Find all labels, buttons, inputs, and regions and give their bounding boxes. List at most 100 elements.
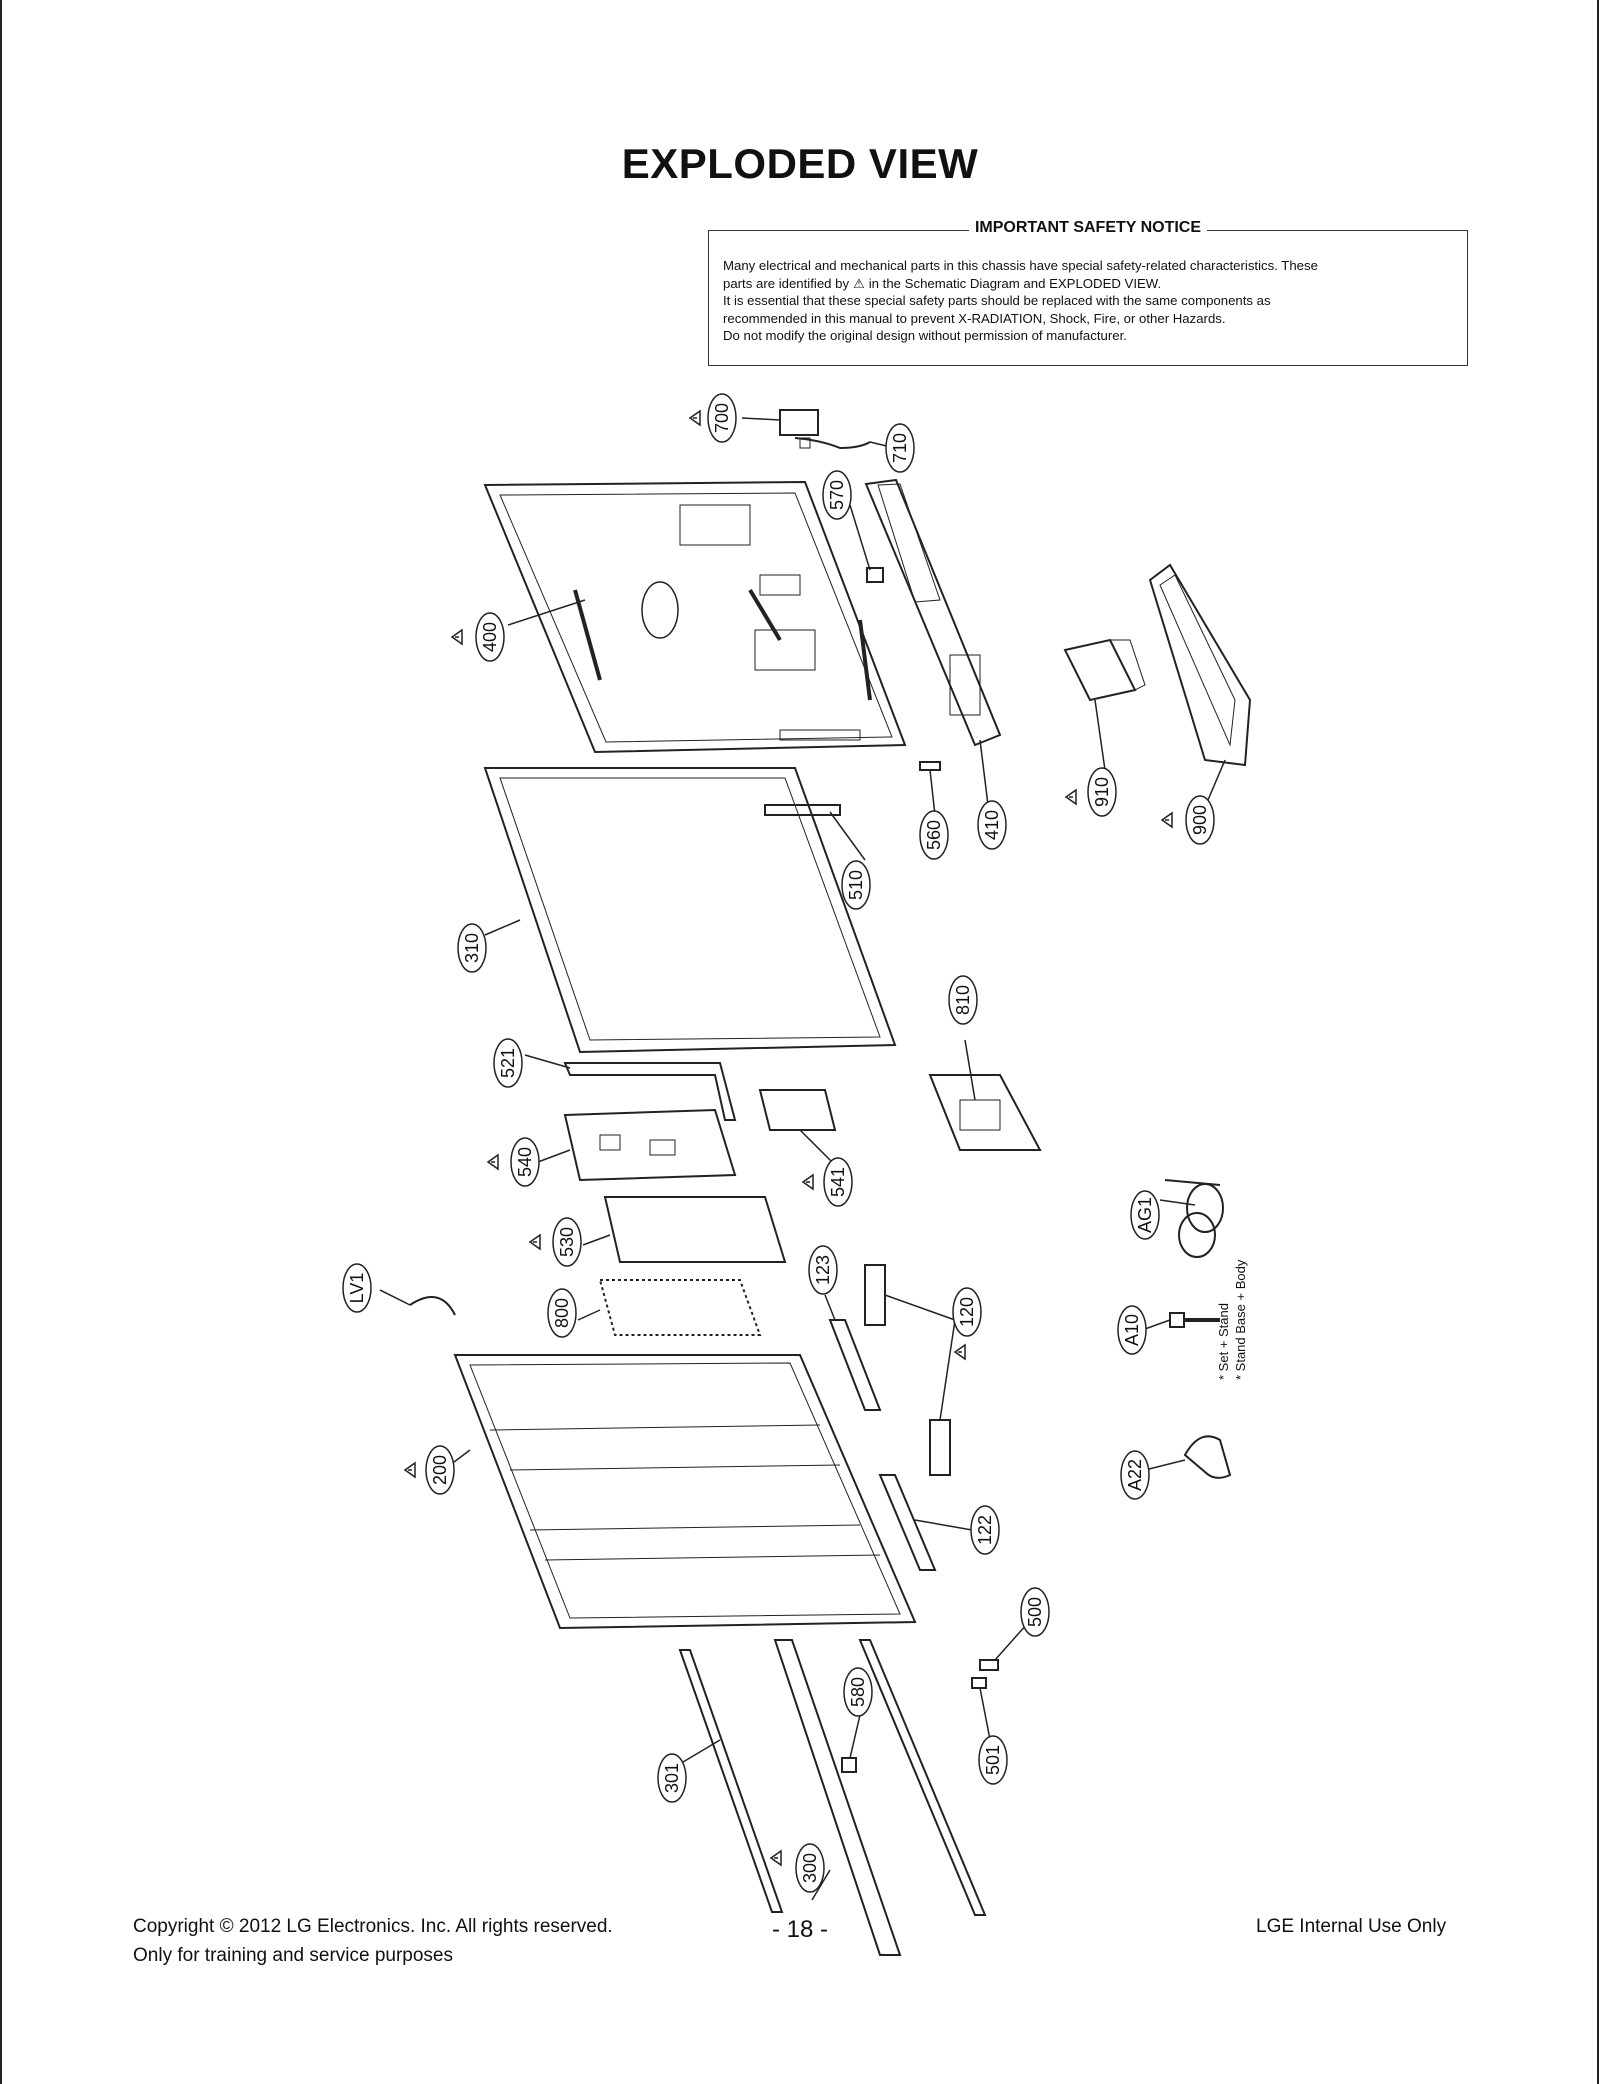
ffc-cable-drawing <box>563 1062 737 1121</box>
safety-notice-body: Many electrical and mechanical parts in … <box>723 257 1453 345</box>
part-number-label: 710 <box>890 433 910 463</box>
callout-122: 122 <box>970 1505 1000 1555</box>
ir-cable-drawing <box>794 437 871 450</box>
led-bar-center-drawing <box>773 1639 902 1956</box>
bracket-drawing <box>928 1074 1042 1151</box>
part-number-label: 700 <box>712 403 732 433</box>
part-number-label: 301 <box>662 1763 682 1793</box>
part-number-label: 530 <box>557 1227 577 1257</box>
safety-marks <box>403 409 1173 1867</box>
callout-570: 570 <box>822 470 852 520</box>
part-number-label: A10 <box>1122 1314 1142 1346</box>
stand-base-drawing <box>1148 563 1252 767</box>
callout-200: 200 <box>425 1445 455 1495</box>
footer-purpose: Only for training and service purposes <box>133 1945 453 1966</box>
main-board-drawing <box>563 1108 737 1182</box>
screw-note-2: * Stand Base + Body <box>1233 1259 1248 1380</box>
callout-540: 540 <box>510 1137 540 1187</box>
part-number-label: 310 <box>462 933 482 963</box>
warning-triangle-icon <box>688 409 701 427</box>
part-number-label: 900 <box>1190 805 1210 835</box>
part-number-label: 500 <box>1025 1597 1045 1627</box>
screw-note-1: * Set + Stand <box>1216 1303 1231 1380</box>
callout-123: 123 <box>808 1245 838 1295</box>
page-number: - 18 - <box>771 1916 828 1943</box>
callout-301: 301 <box>657 1753 687 1803</box>
callout-LV1: LV1 <box>342 1263 372 1313</box>
part-number-label: 541 <box>828 1167 848 1197</box>
callout-541: 541 <box>823 1157 853 1207</box>
warning-triangle-icon <box>1160 811 1173 829</box>
page-title: EXPLODED VIEW <box>621 140 979 187</box>
part-number-label: 200 <box>430 1455 450 1485</box>
notice-line-2-pre: parts are identified by <box>723 275 850 291</box>
warning-triangle-icon <box>1064 788 1077 806</box>
key-board-drawing <box>764 804 841 816</box>
safety-notice-box: IMPORTANT SAFETY NOTICE Many electrical … <box>708 219 1468 366</box>
callout-700: 700 <box>707 393 737 443</box>
part-number-label: 510 <box>846 870 866 900</box>
callout-521: 521 <box>493 1038 523 1088</box>
frame-drawing <box>483 767 897 1054</box>
part-number-label: 501 <box>983 1745 1003 1775</box>
speaker-bracket-drawing <box>828 1319 882 1411</box>
callout-AG1: AG1 <box>1130 1190 1160 1240</box>
part-500-drawing <box>979 1659 999 1671</box>
part-560-drawing <box>919 761 941 771</box>
callout-510: 510 <box>841 860 871 910</box>
warning-triangle-icon <box>403 1461 416 1479</box>
power-supply-drawing <box>603 1196 787 1263</box>
callout-800: 800 <box>547 1288 577 1338</box>
callout-300: 300 <box>795 1843 825 1893</box>
part-number-label: 521 <box>498 1048 518 1078</box>
3d-glasses-drawing <box>1164 1179 1224 1258</box>
callout-500: 500 <box>1020 1587 1050 1637</box>
stand-cover-drawing <box>864 478 1002 747</box>
screw-notes: * Set + Stand * Stand Base + Body <box>1216 1259 1248 1380</box>
callout-120: 120 <box>952 1287 982 1337</box>
notice-line-4: recommended in this manual to prevent X-… <box>723 310 1226 326</box>
page-border-left <box>0 0 2 2084</box>
speaker-right-drawing <box>929 1419 951 1476</box>
part-501-drawing <box>971 1677 987 1689</box>
part-number-label: 570 <box>827 480 847 510</box>
remote-drawing <box>1183 1435 1232 1479</box>
part-number-label: 540 <box>515 1147 535 1177</box>
warning-triangle-icon <box>450 628 463 646</box>
part-number-label: 560 <box>924 820 944 850</box>
led-bar-right-drawing <box>858 1639 987 1916</box>
notice-line-5: Do not modify the original design withou… <box>723 328 1127 343</box>
callout-501: 501 <box>978 1735 1008 1785</box>
part-number-label: 123 <box>813 1255 833 1285</box>
warning-triangle-icon <box>769 1849 782 1867</box>
part-570-drawing <box>866 567 884 583</box>
warning-triangle-icon <box>953 1343 966 1361</box>
lvds-cable-drawing <box>409 1296 456 1316</box>
callout-900: 900 <box>1185 795 1215 845</box>
part-number-label: 122 <box>975 1515 995 1545</box>
stand-body-drawing <box>1063 638 1146 702</box>
sub-board-drawing <box>758 1089 837 1131</box>
callout-410: 410 <box>977 800 1007 850</box>
footer-copyright: Copyright © 2012 LG Electronics. Inc. Al… <box>133 1916 613 1937</box>
callout-400: 400 <box>475 612 505 662</box>
page-border-right <box>1597 0 1599 2084</box>
part-number-label: 300 <box>800 1853 820 1883</box>
callout-530: 530 <box>552 1217 582 1267</box>
warning-triangle-icon <box>528 1233 541 1251</box>
warning-triangle-icon <box>801 1173 814 1191</box>
callouts: 700 710 570 400 410 560 510 910 900 310 … <box>342 393 1215 1893</box>
safety-notice-heading: IMPORTANT SAFETY NOTICE <box>968 219 1208 236</box>
part-number-label: 910 <box>1092 777 1112 807</box>
notice-line-2-post: in the Schematic Diagram and EXPLODED VI… <box>868 275 1162 291</box>
cover-bottom-drawing <box>453 1354 917 1630</box>
part-number-label: AG1 <box>1135 1197 1155 1233</box>
callout-910: 910 <box>1087 767 1117 817</box>
callout-A10: A10 <box>1117 1305 1147 1355</box>
back-cover-drawing <box>483 480 907 754</box>
callout-580: 580 <box>843 1667 873 1717</box>
notice-line-2: parts are identified by⚠in the Schematic… <box>723 275 1453 293</box>
led-bar-left-drawing <box>678 1649 784 1913</box>
ir-board-drawing <box>779 409 819 436</box>
